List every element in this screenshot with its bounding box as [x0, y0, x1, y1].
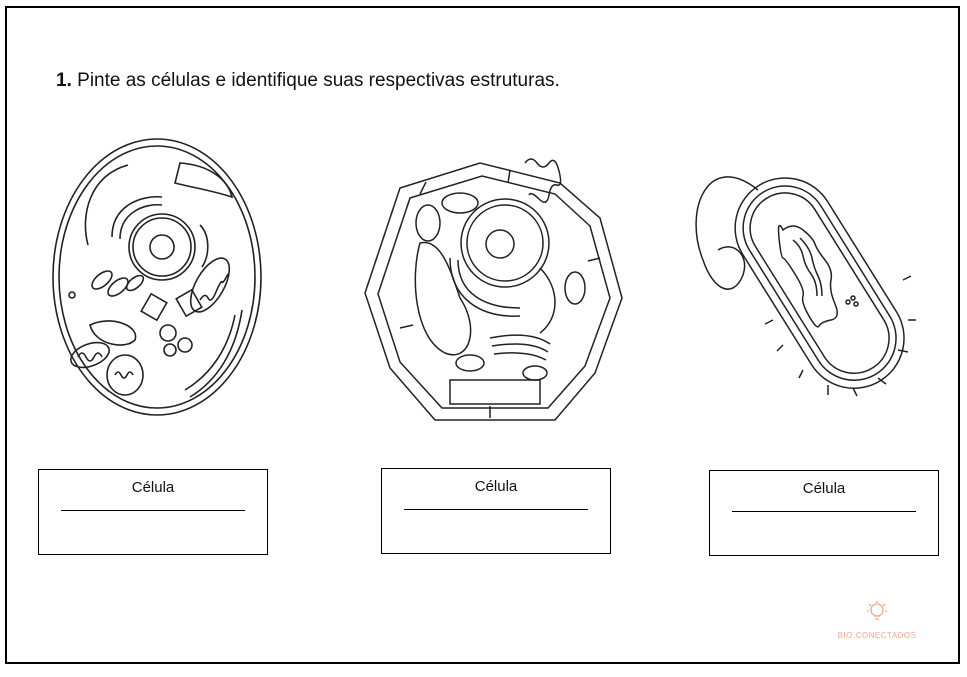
bioconectados-logo: BIO.CONECTADOS: [827, 600, 927, 646]
question-number: 1.: [56, 70, 72, 91]
bacterial-cell-icon: [695, 176, 916, 397]
animal-cell-icon: [52, 138, 262, 416]
question-text: Pinte as células e identifique suas resp…: [77, 70, 560, 91]
answer-line[interactable]: [404, 509, 588, 510]
label-box-plant: Célula: [381, 468, 611, 554]
lightbulb-icon: [867, 601, 887, 620]
label-title: Célula: [474, 478, 518, 495]
answer-line[interactable]: [732, 511, 916, 512]
plant-cell-icon: [364, 158, 623, 421]
worksheet-frame: [5, 6, 960, 664]
label-title: Célula: [131, 479, 175, 496]
label-title: Célula: [802, 480, 846, 497]
label-box-bacteria: Célula: [709, 470, 939, 556]
answer-line[interactable]: [61, 510, 245, 511]
logo-text: BIO.CONECTADOS: [837, 631, 917, 640]
label-box-animal: Célula: [38, 469, 268, 555]
question-prompt: 1. Pinte as células e identifique suas r…: [56, 70, 560, 92]
